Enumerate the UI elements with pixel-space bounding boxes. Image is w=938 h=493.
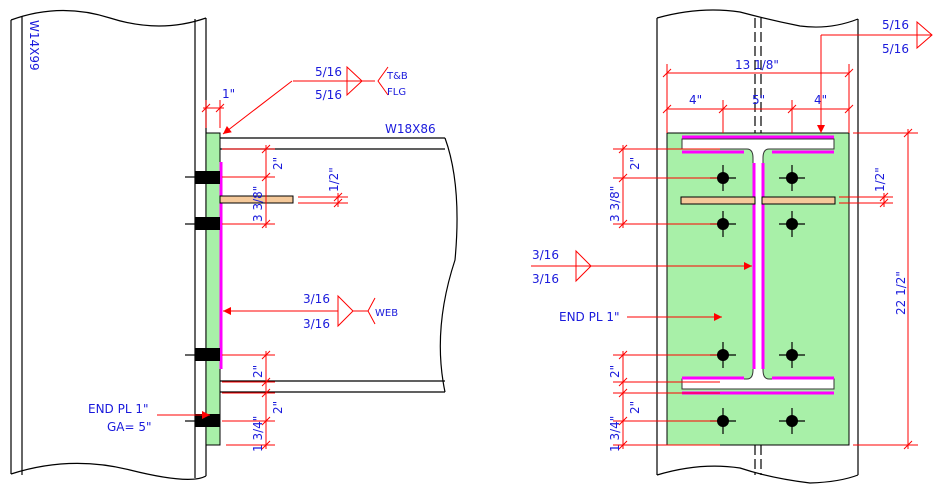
- svg-text:5/16: 5/16: [315, 88, 342, 102]
- beam-section: [681, 135, 835, 395]
- stiffener-left: [680, 196, 756, 205]
- dim-plate-height: 22 1/2": [853, 128, 918, 450]
- flange-weld-symbol: 5/16 5/16 T&B FLG: [222, 65, 408, 135]
- dim-plate-thickness: 1": [201, 87, 235, 128]
- column-label: W14X99: [27, 20, 41, 71]
- left-view: W14X99 W18X86: [10, 9, 458, 480]
- svg-text:5": 5": [752, 93, 765, 107]
- end-plate-note: END PL 1" GA= 5": [88, 402, 210, 434]
- svg-text:2": 2": [251, 365, 265, 378]
- svg-text:5/16: 5/16: [882, 42, 909, 56]
- beam-elevation: W18X86: [220, 122, 458, 393]
- beam-label: W18X86: [385, 122, 436, 136]
- svg-text:5/16: 5/16: [315, 65, 342, 79]
- dim-plate-width: 13 1/8": [662, 58, 854, 133]
- svg-text:2": 2": [628, 401, 642, 414]
- bolt: [779, 408, 805, 434]
- svg-text:END PL 1": END PL 1": [559, 310, 620, 324]
- dim-gage: 4" 5" 4": [662, 93, 854, 133]
- svg-text:1 3/4": 1 3/4": [608, 416, 622, 452]
- svg-text:1/2": 1/2": [327, 167, 341, 192]
- web-weld-symbol-right: 3/16 3/16: [531, 248, 752, 286]
- svg-text:3/16: 3/16: [303, 292, 330, 306]
- dim-bottom-stack: 2" 2" 1 3/4": [222, 350, 285, 452]
- svg-text:2": 2": [271, 157, 285, 170]
- bolt: [779, 211, 805, 237]
- svg-text:2": 2": [628, 157, 642, 170]
- bolt-pattern: [710, 165, 805, 434]
- svg-text:FLG: FLG: [387, 87, 406, 98]
- dim-top-stack: 2" 3 3/8": [222, 144, 285, 229]
- dim-right-bottom-stack: 2" 2" 1 3/4": [608, 350, 720, 452]
- stiffener-right: [761, 196, 836, 205]
- bolts-side: [185, 171, 220, 427]
- svg-text:4": 4": [689, 93, 702, 107]
- svg-text:13 1/8": 13 1/8": [735, 58, 779, 72]
- svg-text:3/16: 3/16: [532, 272, 559, 286]
- dim-stiffener-thickness-right: 1/2": [839, 167, 893, 208]
- bolt: [779, 342, 805, 368]
- svg-text:1 3/4": 1 3/4": [251, 416, 265, 452]
- flange-weld-symbol-right: 5/16 5/16: [817, 18, 933, 133]
- svg-text:1/2": 1/2": [873, 167, 887, 192]
- dim-right-top-stack: 2" 3 3/8": [608, 144, 720, 229]
- svg-text:1": 1": [222, 87, 235, 101]
- svg-text:3/16: 3/16: [303, 317, 330, 331]
- svg-text:3 3/8": 3 3/8": [251, 186, 265, 222]
- svg-text:WEB: WEB: [375, 308, 398, 319]
- bolt: [710, 408, 736, 434]
- svg-text:2": 2": [271, 401, 285, 414]
- svg-text:3/16: 3/16: [532, 248, 559, 262]
- end-plate-note-right: END PL 1": [559, 310, 722, 324]
- svg-text:GA= 5": GA= 5": [107, 420, 152, 434]
- svg-text:T&B: T&B: [386, 71, 408, 82]
- column-face: [656, 9, 859, 484]
- bolt: [779, 165, 805, 191]
- svg-text:END PL 1": END PL 1": [88, 402, 149, 416]
- dim-stiffener-thickness: 1/2": [298, 167, 348, 208]
- svg-text:5/16: 5/16: [882, 18, 909, 32]
- svg-text:2": 2": [608, 365, 622, 378]
- svg-text:3 3/8": 3 3/8": [608, 186, 622, 222]
- right-view: 13 1/8" 4" 5" 4" 22 1/2": [531, 9, 933, 484]
- web-weld-symbol: 3/16 3/16 WEB: [223, 292, 398, 331]
- stiffener-plate: [219, 195, 294, 204]
- svg-text:22 1/2": 22 1/2": [894, 271, 908, 315]
